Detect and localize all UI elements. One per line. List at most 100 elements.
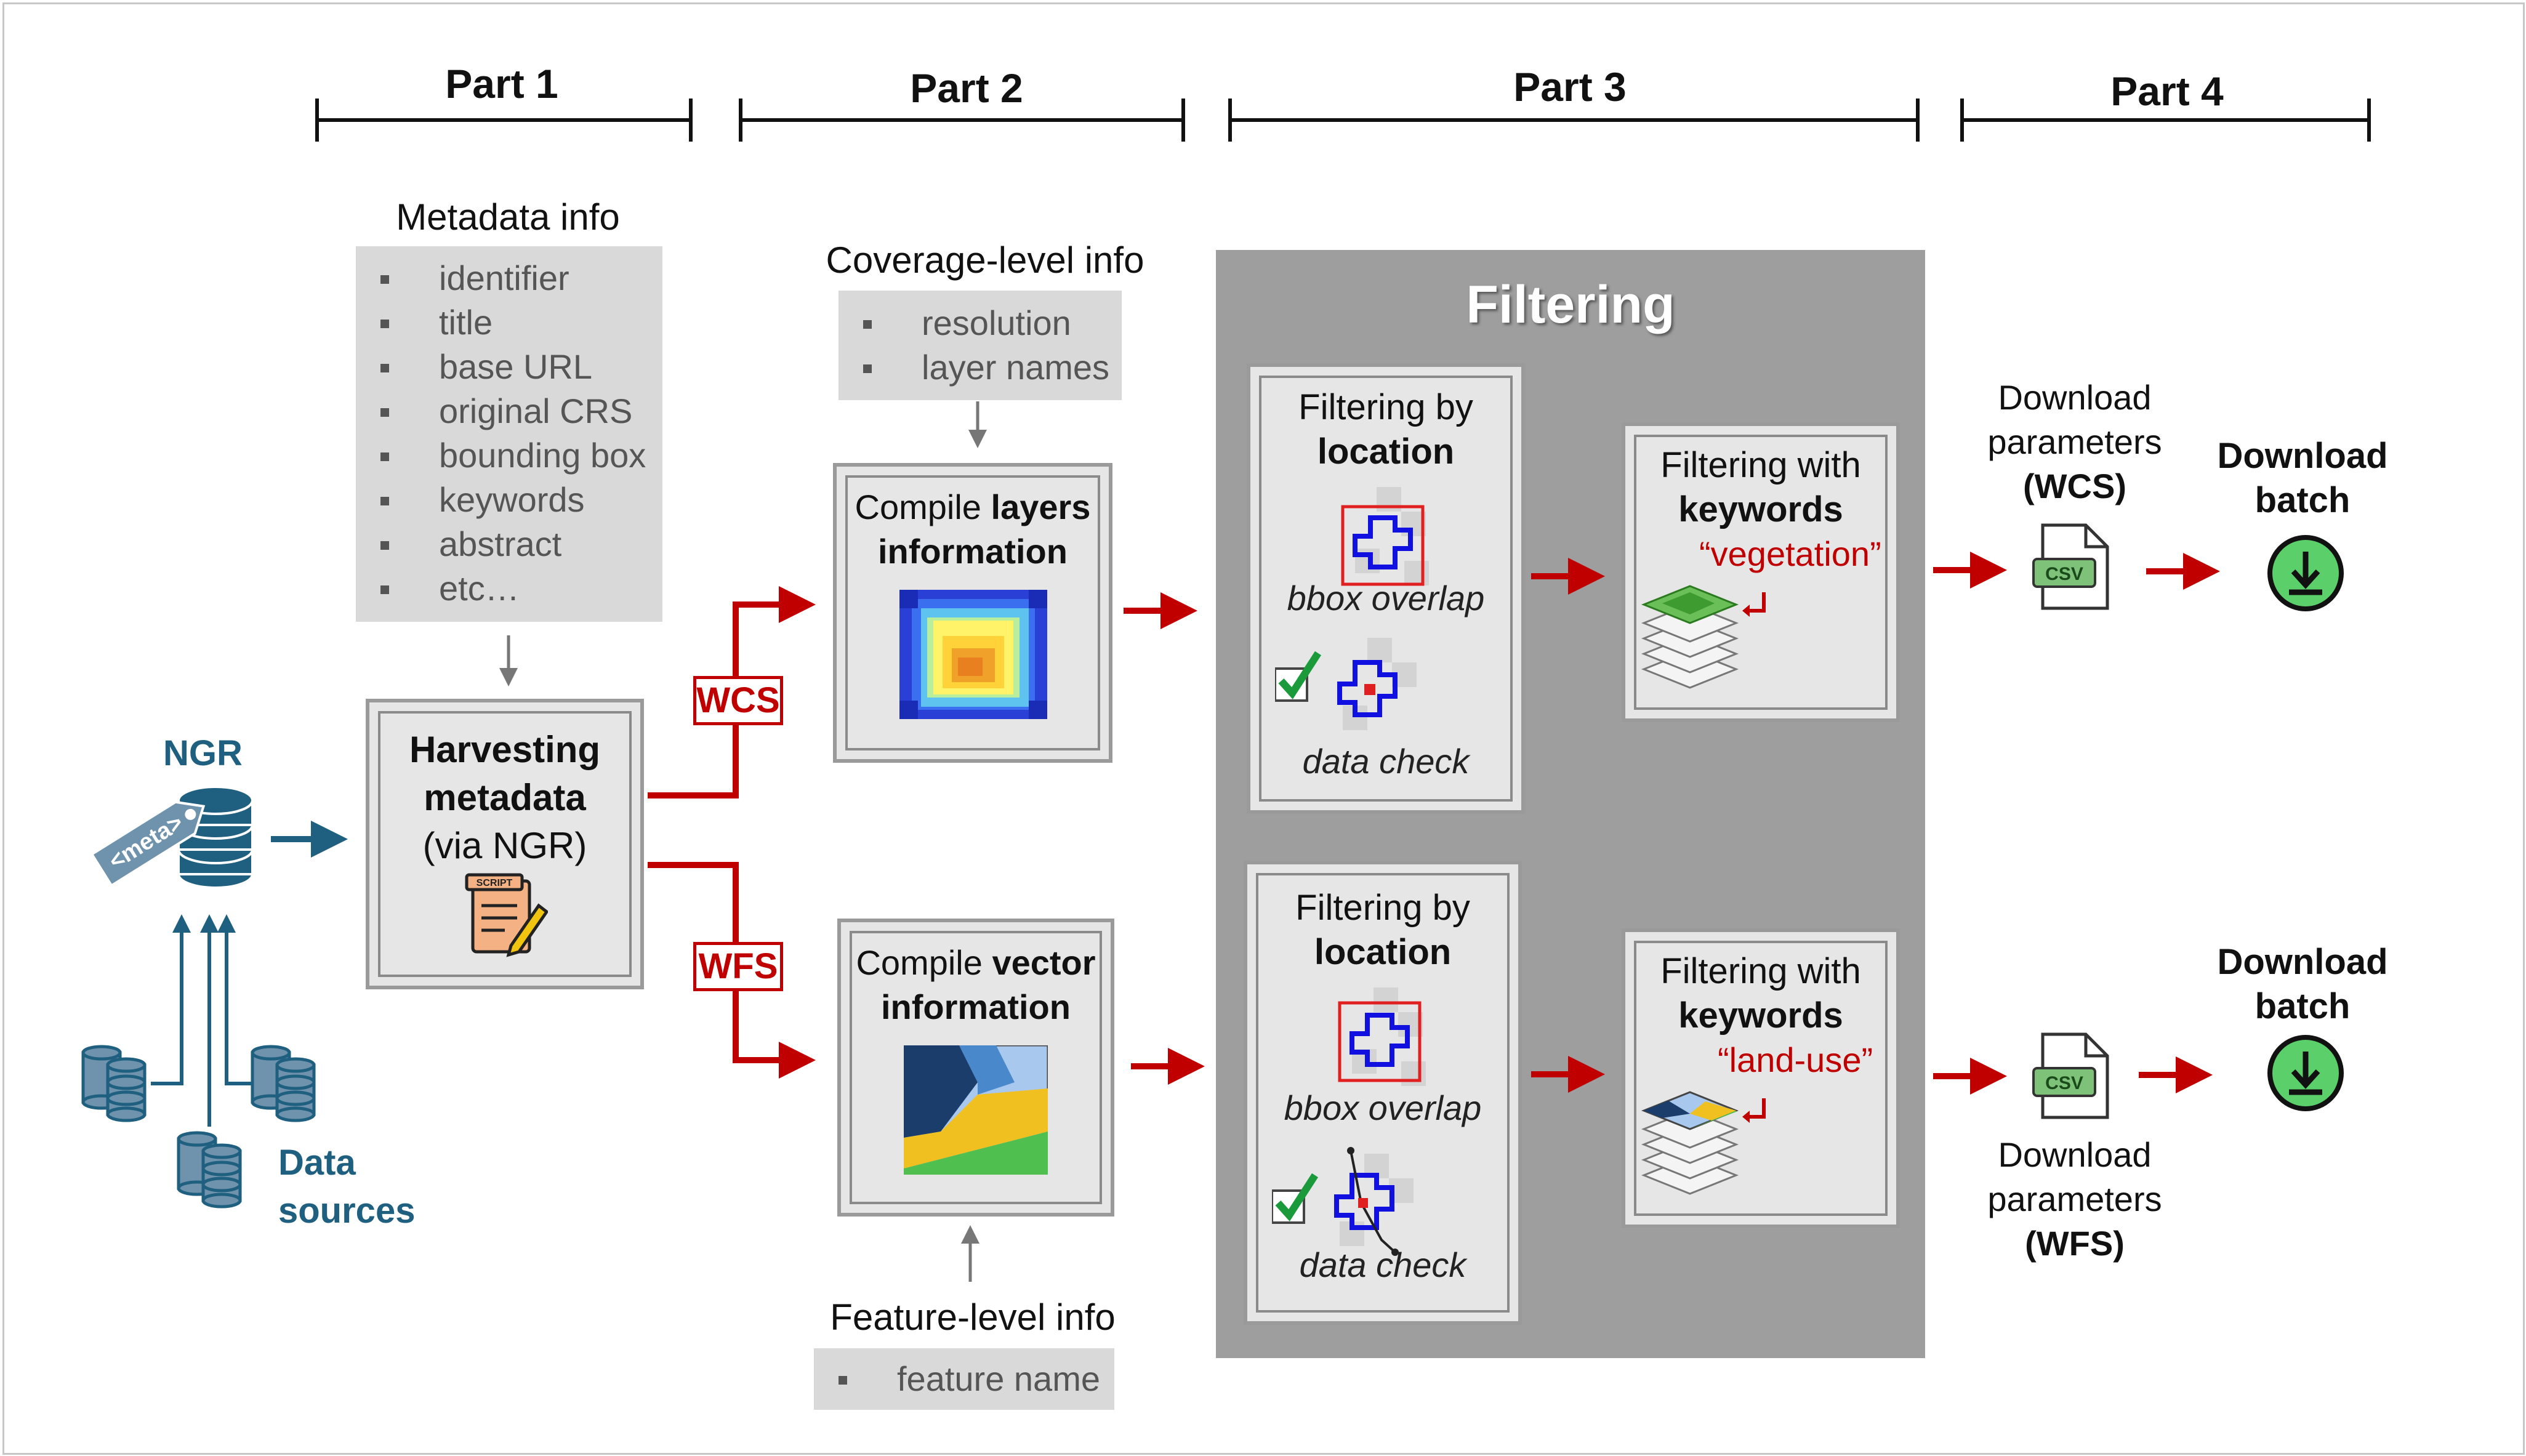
filter-keywords-bottom-panel: Filtering with keywords “land-use” <box>1622 928 1900 1228</box>
compile-layers-bold1: layers <box>991 488 1091 526</box>
filter-location-bottom-line1: Filtering by <box>1295 888 1470 928</box>
layer-stack-vegetation-icon <box>1641 585 1766 689</box>
download-batch-top: Download batch <box>2192 434 2413 523</box>
metadata-info-list: identifier title base URL original CRS b… <box>356 256 646 611</box>
coverage-info-title: Coverage-level info <box>826 239 1144 281</box>
metadata-item: abstract <box>356 522 646 566</box>
filter-keywords-top-text: Filtering with keywords <box>1625 443 1896 532</box>
keyword-land-use: “land-use” <box>1718 1040 1873 1079</box>
csv-file-label: CSV <box>2045 564 2083 584</box>
data-sources-line2: sources <box>278 1191 416 1231</box>
ngr-label: NGR <box>163 733 243 773</box>
part-1-label: Part 1 <box>445 61 558 107</box>
download-batch-bottom: Download batch <box>2192 940 2413 1029</box>
download-params-wcs-line1: Download <box>1998 378 2152 417</box>
metadata-item: identifier <box>356 256 646 300</box>
download-params-wcs-line3: (WCS) <box>2023 467 2126 505</box>
metadata-item: title <box>356 300 646 345</box>
download-batch-bottom-line1: Download <box>2217 942 2388 982</box>
metadata-item: etc… <box>356 566 646 611</box>
csv-file-label-bottom: CSV <box>2045 1073 2083 1093</box>
coverage-info-box: resolution layer names <box>839 291 1122 400</box>
wfs-tag: WFS <box>693 942 783 991</box>
feature-info-list: feature name <box>814 1357 1100 1401</box>
coverage-item: layer names <box>839 345 1109 390</box>
metadata-item: original CRS <box>356 389 646 433</box>
compile-vector-prefix: Compile <box>856 943 983 982</box>
data-check-icon-bottom <box>1272 1141 1420 1265</box>
compile-layers-text: Compile layers information <box>837 485 1109 574</box>
filter-keywords-bottom-line2: keywords <box>1678 995 1843 1036</box>
filter-keywords-bottom-text: Filtering with keywords <box>1625 949 1896 1038</box>
filtering-title: Filtering <box>1466 275 1675 334</box>
download-batch-top-line2: batch <box>2254 480 2351 520</box>
coverage-info-list: resolution layer names <box>839 301 1109 390</box>
script-icon-label: SCRIPT <box>477 878 513 888</box>
feature-info-title: Feature-level info <box>830 1297 1116 1338</box>
csv-file-icon-bottom: CSV <box>2032 1032 2109 1119</box>
metadata-item: bounding box <box>356 433 646 478</box>
part-2-label: Part 2 <box>910 65 1023 111</box>
compile-vector-text: Compile vector information <box>841 941 1111 1029</box>
filter-location-top-panel: Filtering by location bbox overlap data … <box>1247 363 1525 814</box>
filter-location-bottom-panel: Filtering by location bbox overlap data … <box>1244 861 1522 1325</box>
bbox-overlap-icon-bottom <box>1338 975 1429 1098</box>
metadata-info-title: Metadata info <box>396 196 620 238</box>
data-check-caption-top: data check <box>1302 742 1470 781</box>
compile-layers-bold2: information <box>878 532 1068 571</box>
data-sources-line1: Data <box>278 1143 356 1183</box>
harvesting-text: Harvesting metadata (via NGR) <box>369 726 640 870</box>
compile-vector-panel: Compile vector information <box>837 919 1114 1217</box>
filter-location-top-line2: location <box>1317 432 1455 472</box>
download-icon-bottom[interactable] <box>2266 1033 2346 1113</box>
compile-layers-prefix: Compile <box>855 488 981 526</box>
download-icon[interactable] <box>2266 533 2346 613</box>
csv-file-icon: CSV <box>2032 523 2109 610</box>
data-check-icon <box>1275 625 1423 742</box>
part-4-label: Part 4 <box>2110 68 2224 114</box>
filter-keywords-bottom-line1: Filtering with <box>1660 951 1861 991</box>
data-sources-icons <box>81 1045 316 1209</box>
download-params-wcs-line2: parameters <box>1987 422 2162 461</box>
raster-heatmap-icon <box>899 590 1047 719</box>
bbox-overlap-icon <box>1341 475 1432 598</box>
harvesting-line3: (via NGR) <box>422 825 587 866</box>
harvesting-panel: Harvesting metadata (via NGR) SCRIPT <box>366 699 644 989</box>
filter-location-top-text: Filtering by location <box>1250 385 1521 474</box>
compile-layers-panel: Compile layers information <box>833 463 1112 763</box>
filter-location-top-line1: Filtering by <box>1298 387 1473 427</box>
download-batch-bottom-line2: batch <box>2254 986 2351 1026</box>
download-params-wfs-line3: (WFS) <box>2025 1224 2125 1263</box>
harvesting-line2: metadata <box>424 777 586 818</box>
filter-keywords-top-line1: Filtering with <box>1660 445 1861 485</box>
filter-location-bottom-text: Filtering by location <box>1247 886 1518 975</box>
wcs-tag: WCS <box>693 676 783 725</box>
metadata-item: base URL <box>356 345 646 389</box>
ngr-database-icon: <meta> <box>90 786 254 889</box>
vector-map-icon <box>904 1045 1048 1175</box>
compile-vector-bold2: information <box>881 987 1071 1026</box>
bbox-overlap-caption-bottom: bbox overlap <box>1284 1088 1482 1127</box>
part-brackets <box>315 99 2371 142</box>
download-params-wfs-line1: Download <box>1998 1135 2152 1174</box>
layer-stack-land-use-icon <box>1641 1091 1766 1195</box>
download-batch-top-line1: Download <box>2217 436 2388 476</box>
bbox-overlap-caption-top: bbox overlap <box>1287 579 1485 617</box>
feature-info-box: feature name <box>814 1348 1114 1410</box>
download-params-wcs: Download parameters (WCS) <box>1970 376 2179 509</box>
coverage-item: resolution <box>839 301 1109 345</box>
download-params-wfs: Download parameters (WFS) <box>1970 1133 2179 1266</box>
feature-item: feature name <box>814 1357 1100 1401</box>
metadata-info-box: identifier title base URL original CRS b… <box>356 246 662 622</box>
part-3-label: Part 3 <box>1513 64 1627 110</box>
metadata-item: keywords <box>356 478 646 522</box>
data-check-caption-bottom: data check <box>1299 1245 1466 1284</box>
filter-keywords-top-line2: keywords <box>1678 489 1843 529</box>
data-sources-label: Data sources <box>278 1139 415 1235</box>
download-params-wfs-line2: parameters <box>1987 1180 2162 1218</box>
filter-keywords-top-panel: Filtering with keywords “vegetation” <box>1622 422 1900 722</box>
keyword-vegetation: “vegetation” <box>1699 534 1881 573</box>
filter-location-bottom-line2: location <box>1314 932 1452 972</box>
script-icon: SCRIPT <box>465 873 548 957</box>
compile-vector-bold1: vector <box>992 943 1096 982</box>
